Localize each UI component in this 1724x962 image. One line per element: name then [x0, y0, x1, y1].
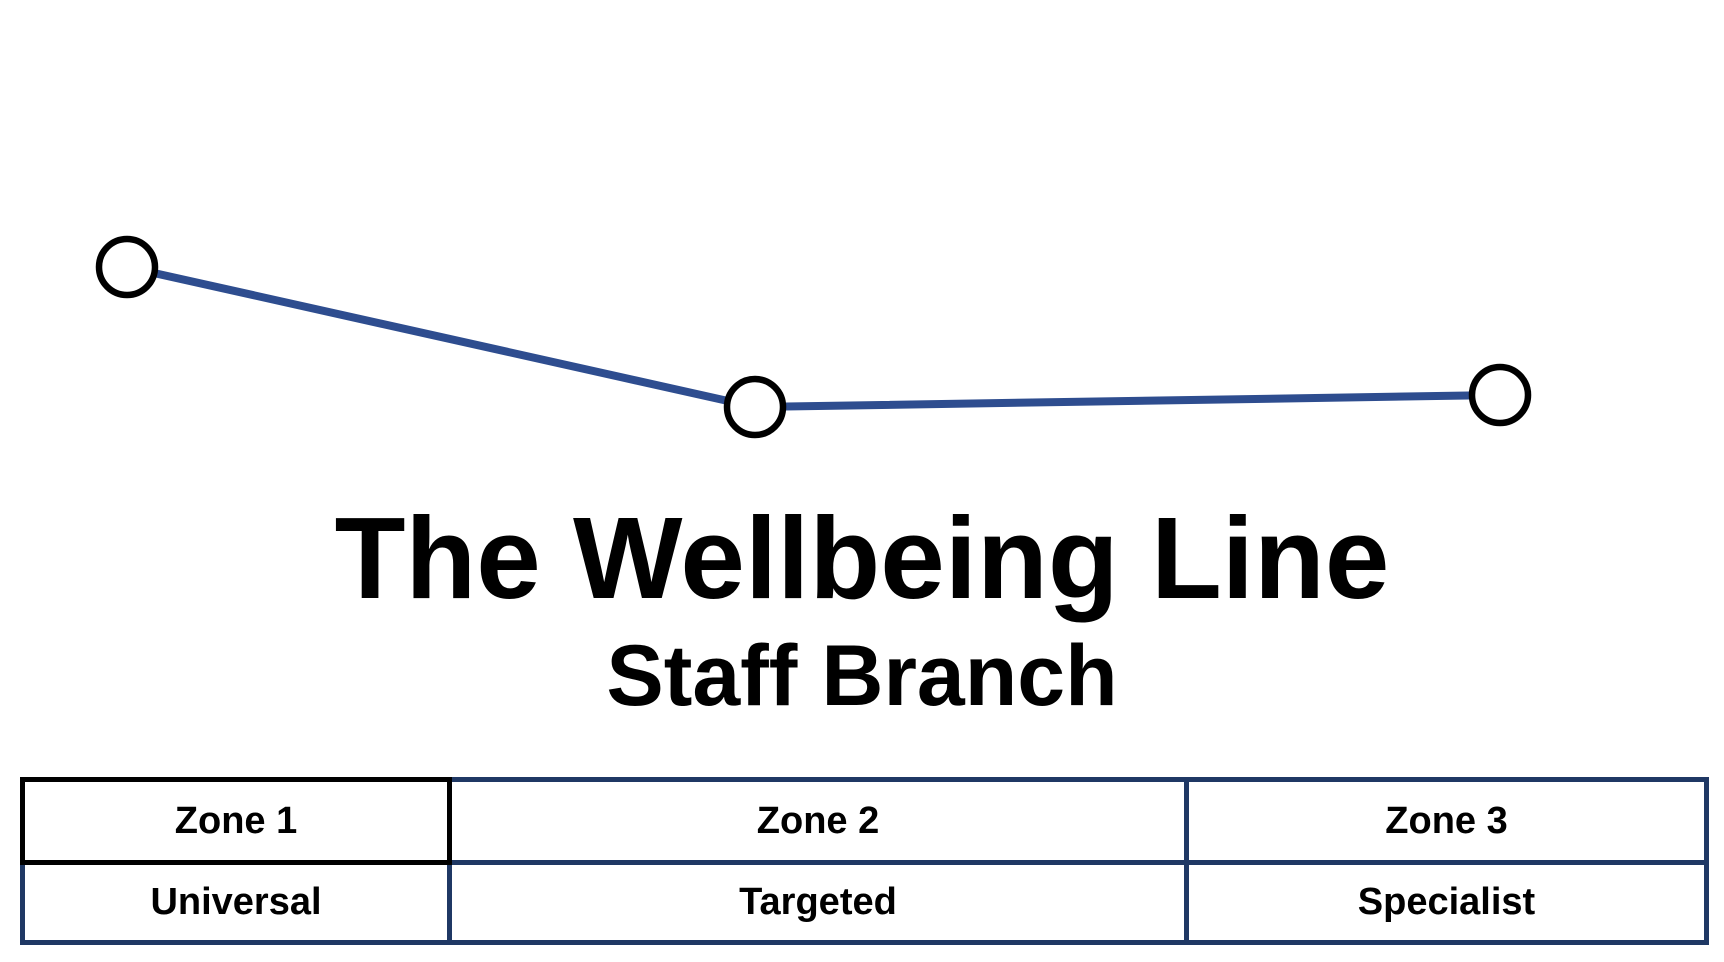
zone-table: Zone 1 Zone 2 Zone 3 Universal Targeted …: [20, 777, 1709, 945]
zone-2-node: [723, 375, 787, 439]
page-title: The Wellbeing Line: [334, 493, 1390, 623]
table-cell-zone-2: Zone 2: [452, 782, 1184, 860]
wellbeing-line-path: [126, 263, 1501, 412]
table-cell-zone-1: Zone 1: [25, 782, 447, 860]
table-cell-specialist: Specialist: [1189, 865, 1704, 940]
table-cell-targeted: Targeted: [452, 865, 1184, 940]
page-subtitle: Staff Branch: [606, 628, 1118, 724]
table-cell-universal: Universal: [25, 865, 447, 940]
table-cell-zone-3: Zone 3: [1189, 782, 1704, 860]
zone-1-node: [95, 235, 159, 299]
zone-3-node: [1468, 363, 1532, 427]
